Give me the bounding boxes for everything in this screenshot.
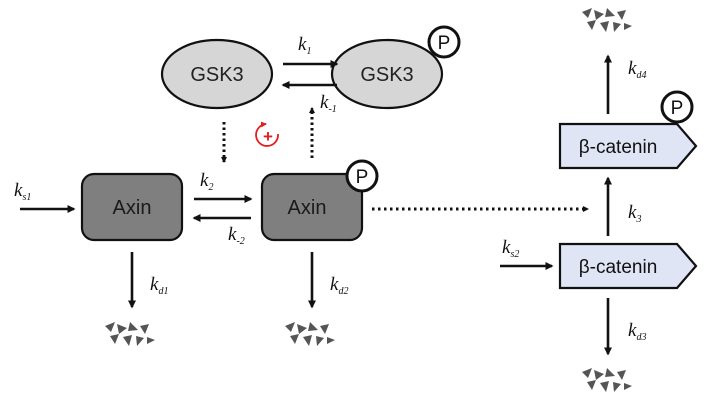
phospho-badge-gsk3: P [427, 25, 461, 59]
axin-node: Axin [80, 172, 184, 242]
rate-k2: k2 [200, 170, 213, 193]
gsk3-label: GSK3 [190, 64, 243, 86]
rate-ks1: ks1 [14, 180, 31, 203]
svg-text:P: P [356, 167, 369, 188]
rate-ks2: ks2 [502, 237, 519, 260]
beta-catenin-p-node: β-catenin P [558, 90, 698, 170]
svg-text:P: P [438, 33, 451, 54]
rate-k3: k3 [628, 202, 641, 225]
beta-catenin-node: β-catenin [558, 242, 698, 290]
degradation-debris-icon [285, 322, 335, 346]
rate-kd2: kd2 [330, 274, 348, 297]
axin-label: Axin [113, 197, 152, 219]
axin-p-label: Axin [288, 197, 327, 219]
phospho-badge-beta-catenin: P [660, 90, 694, 124]
degradation-debris-icon [105, 322, 155, 346]
rate-k-1: k-1 [320, 92, 337, 115]
gsk3-p-node: GSK3 P [330, 25, 461, 110]
beta-catenin-p-label: β-catenin [579, 137, 658, 158]
beta-catenin-label: β-catenin [579, 257, 658, 278]
rate-kd3: kd3 [628, 320, 646, 343]
positive-feedback-icon: + [255, 121, 279, 147]
degradation-debris-icon [582, 368, 632, 392]
rate-k-2: k-2 [228, 224, 245, 247]
degradation-debris-icon [582, 8, 632, 32]
gsk3-node: GSK3 [160, 38, 274, 110]
svg-text:+: + [263, 127, 273, 146]
axin-p-node: Axin P [260, 159, 379, 242]
phospho-badge-axin: P [345, 159, 379, 193]
svg-text:P: P [671, 98, 684, 119]
rate-kd4: kd4 [628, 58, 646, 81]
rate-kd1: kd1 [150, 274, 168, 297]
gsk3-p-label: GSK3 [360, 64, 413, 86]
rate-k1: k1 [298, 34, 311, 57]
